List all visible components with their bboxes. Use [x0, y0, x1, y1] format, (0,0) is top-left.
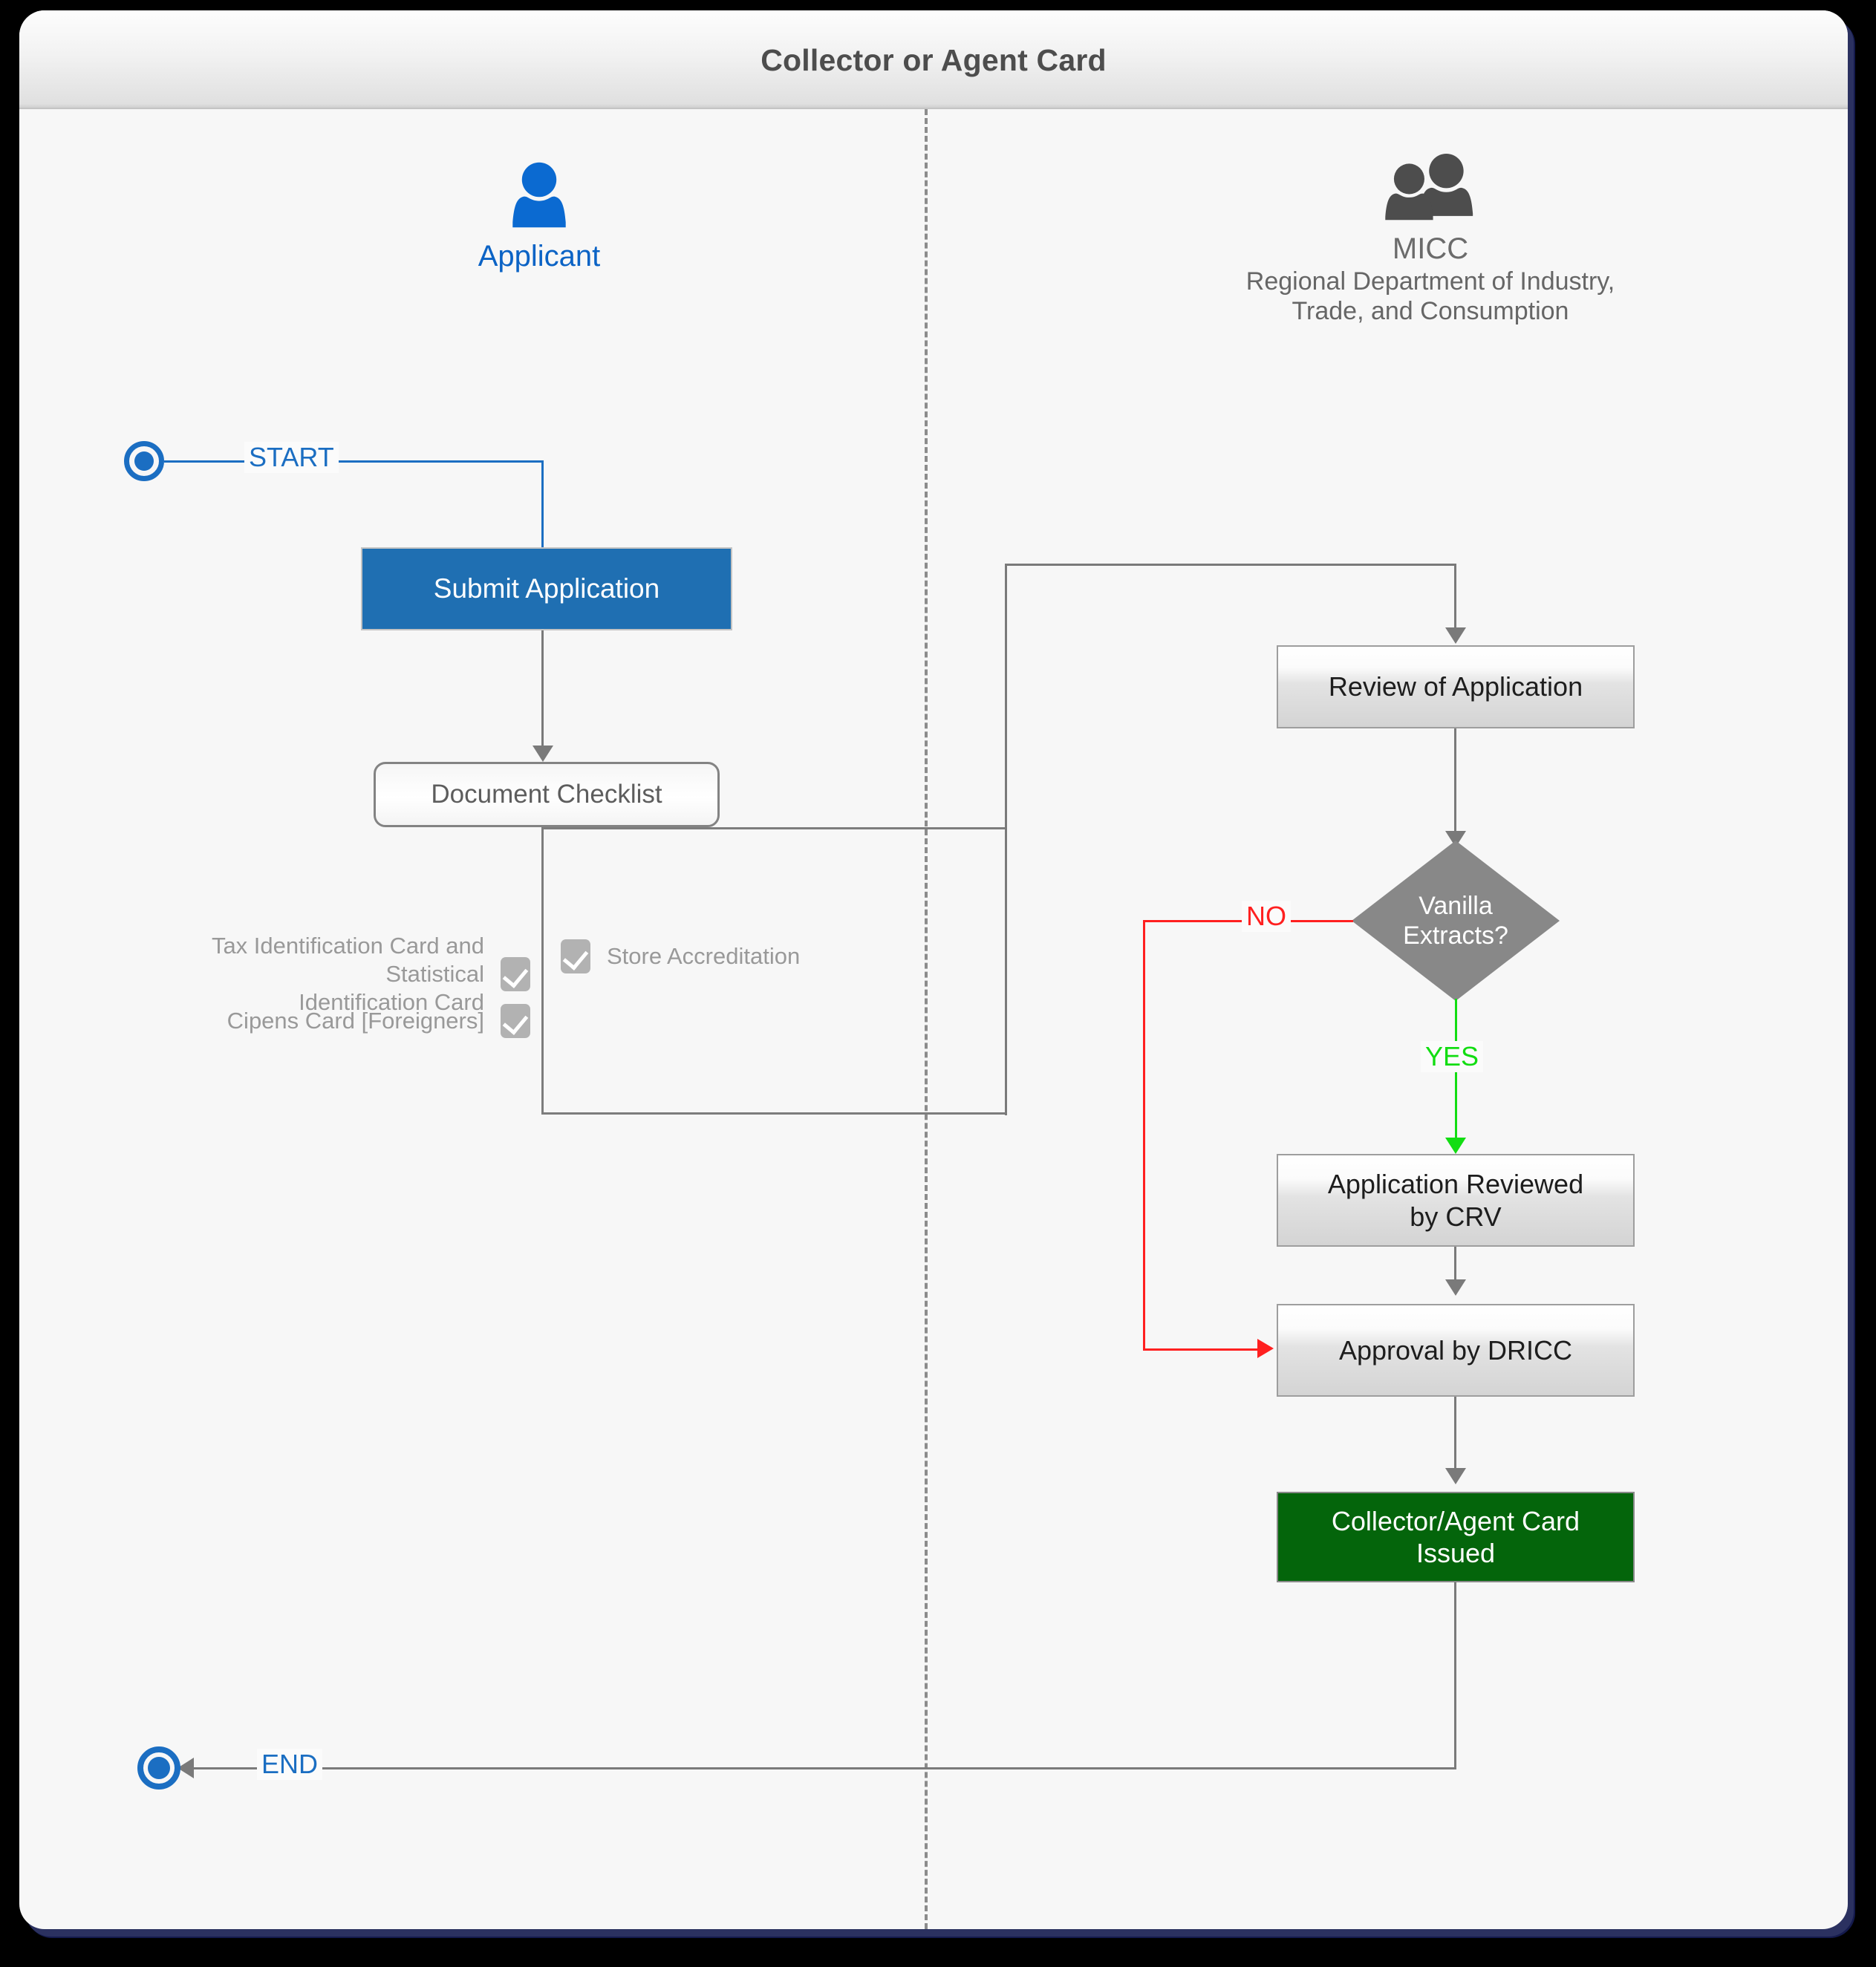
- decision-label-line1: Vanilla: [1419, 891, 1493, 920]
- checklist-item-cipens-line1: Cipens Card [Foreigners]: [227, 1008, 484, 1034]
- card-issued-line1: Collector/Agent Card: [1331, 1505, 1580, 1536]
- edge-label-no: NO: [1242, 901, 1291, 932]
- checklist-item-tax-id[interactable]: Tax Identification Card and Statistical …: [107, 932, 530, 1016]
- node-document-checklist-label: Document Checklist: [431, 780, 662, 809]
- swimlane-divider: [925, 109, 928, 1929]
- arrowhead-yes-to-crv: [1445, 1138, 1466, 1154]
- edge-start-to-submit-v: [541, 460, 544, 609]
- checklist-item-store-accreditation[interactable]: Store Accreditation: [561, 939, 800, 973]
- edge-label-end: END: [257, 1749, 323, 1780]
- arrowhead-review-to-decision: [1445, 831, 1466, 847]
- diagram-window: Collector or Agent Card Applicant MICC R…: [19, 10, 1848, 1929]
- lane-subtitle-micc-line2: Trade, and Consumption: [1292, 297, 1569, 326]
- node-submit-application-label: Submit Application: [433, 573, 660, 604]
- decision-label-line2: Extracts?: [1403, 921, 1508, 950]
- window-titlebar: Collector or Agent Card: [19, 10, 1848, 109]
- edge-crv-to-approval: [1454, 1247, 1456, 1282]
- edge-label-yes: YES: [1421, 1041, 1484, 1072]
- arrowhead-crv-to-approval: [1445, 1279, 1466, 1296]
- node-review-of-application-label: Review of Application: [1328, 671, 1583, 702]
- checklist-item-tax-id-line1: Tax Identification Card and Statistical: [211, 933, 484, 987]
- lane-title-applicant: Applicant: [478, 240, 601, 273]
- edge-checklist-riser: [1005, 564, 1007, 1115]
- card-issued-line2: Issued: [1416, 1538, 1496, 1568]
- checklist-item-store-accreditation-label: Store Accreditation: [607, 943, 801, 970]
- edge-review-to-decision: [1454, 728, 1456, 834]
- edge-start-to-submit-h: [164, 460, 543, 463]
- node-vanilla-extracts-decision[interactable]: Vanilla Extracts?: [1352, 841, 1560, 1001]
- checklist-item-cipens[interactable]: Cipens Card [Foreigners]: [107, 1004, 530, 1038]
- decision-diamond-label: Vanilla Extracts?: [1352, 841, 1560, 1001]
- edge-no-h-bottom: [1143, 1348, 1262, 1351]
- node-review-of-application[interactable]: Review of Application: [1277, 645, 1635, 728]
- node-application-reviewed-by-crv-label: Application Reviewed by CRV: [1328, 1168, 1583, 1232]
- checkbox-checked-icon[interactable]: [561, 939, 590, 973]
- start-terminator[interactable]: [124, 441, 164, 481]
- two-people-icon: [1385, 154, 1473, 221]
- edge-approval-to-issued: [1454, 1397, 1456, 1471]
- page-title: Collector or Agent Card: [761, 43, 1107, 77]
- checkbox-checked-icon[interactable]: [501, 956, 530, 991]
- edge-issued-to-end-v: [1454, 1582, 1456, 1768]
- flowchart-canvas: Applicant MICC Regional Department of In…: [19, 109, 1848, 1929]
- edge-checklist-to-review-v: [1454, 564, 1456, 630]
- crv-label-line2: by CRV: [1410, 1201, 1502, 1232]
- arrowhead-approval-to-issued: [1445, 1468, 1466, 1484]
- lane-title-micc: MICC: [1392, 232, 1469, 265]
- node-application-reviewed-by-crv[interactable]: Application Reviewed by CRV: [1277, 1154, 1635, 1247]
- edge-no-v: [1143, 920, 1145, 1351]
- checkbox-checked-icon[interactable]: [501, 1004, 530, 1038]
- node-card-issued-label: Collector/Agent Card Issued: [1332, 1505, 1580, 1569]
- edge-checklist-to-review-h: [1005, 564, 1456, 566]
- node-submit-application[interactable]: Submit Application: [361, 547, 732, 630]
- lane-header-applicant: Applicant: [391, 161, 688, 274]
- lane-header-micc: MICC Regional Department of Industry, Tr…: [1215, 154, 1646, 326]
- checklist-item-tax-id-line2: Identification Card: [299, 988, 484, 1015]
- end-terminator[interactable]: [137, 1746, 180, 1790]
- arrowhead-submit-to-checklist: [532, 746, 553, 762]
- single-person-icon: [512, 162, 566, 228]
- arrowhead-to-review-of-application: [1445, 627, 1466, 644]
- node-approval-by-dricc[interactable]: Approval by DRICC: [1277, 1304, 1635, 1397]
- edge-label-start: START: [244, 442, 339, 473]
- lane-subtitle-micc-line1: Regional Department of Industry,: [1245, 267, 1615, 296]
- node-card-issued[interactable]: Collector/Agent Card Issued: [1277, 1492, 1635, 1582]
- arrowhead-to-end: [177, 1758, 194, 1778]
- crv-label-line1: Application Reviewed: [1327, 1169, 1584, 1200]
- node-document-checklist[interactable]: Document Checklist: [374, 762, 720, 827]
- node-approval-by-dricc-label: Approval by DRICC: [1338, 1334, 1573, 1366]
- edge-issued-to-end-h: [181, 1767, 1456, 1769]
- arrowhead-no-to-approval: [1257, 1339, 1274, 1358]
- edge-submit-to-checklist: [541, 630, 544, 749]
